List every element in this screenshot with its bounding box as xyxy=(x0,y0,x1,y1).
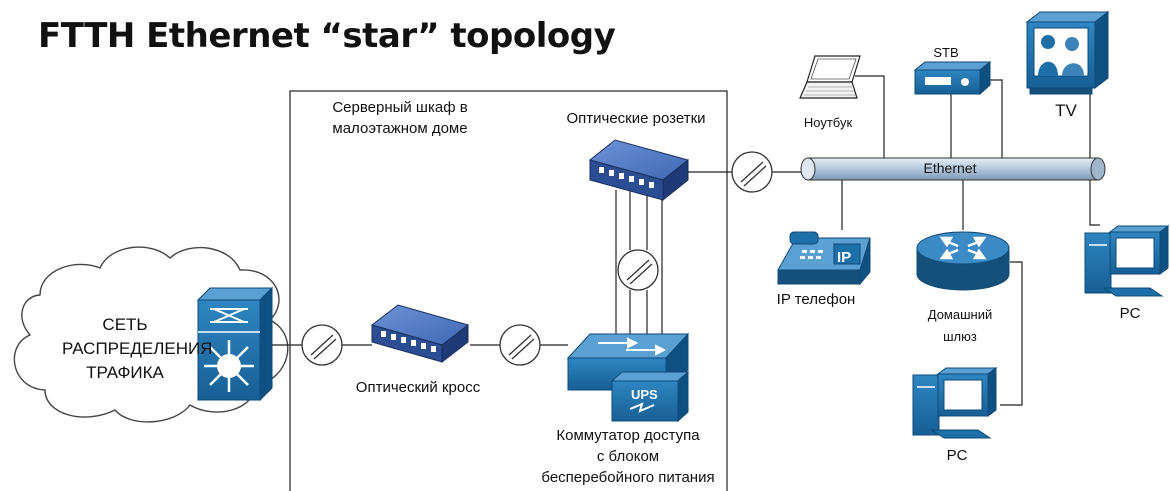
pc-icon xyxy=(1084,225,1170,297)
ethernet-label: Ethernet xyxy=(923,160,977,176)
ethernet-bus-icon xyxy=(800,157,1106,181)
core-switch-icon xyxy=(196,286,274,402)
media-converter-icon xyxy=(301,324,343,366)
access-switch-label: Коммутатор доступа с блоком бесперебойно… xyxy=(530,425,726,488)
access-switch-line1: Коммутатор доступа xyxy=(556,427,700,444)
ups-label: UPS xyxy=(631,387,658,402)
ip-phone-badge: IP xyxy=(837,249,851,266)
page-title: FTTH Ethernet “star” topology xyxy=(38,16,616,56)
home-gateway-label: Домашний шлюз xyxy=(908,304,1012,348)
pc-right-label: PC xyxy=(1119,305,1141,322)
media-converter-icon xyxy=(499,324,541,366)
server-cabinet-line1: Серверный шкаф в xyxy=(332,99,468,116)
pc-icon xyxy=(912,367,998,439)
media-converter-icon xyxy=(617,249,659,291)
home-gateway-line2: шлюз xyxy=(943,329,977,344)
connection-lines xyxy=(272,75,1100,406)
cloud-label-line3: ТРАФИКА xyxy=(86,363,164,382)
optical-sockets-label: Оптические розетки xyxy=(566,110,706,127)
server-cabinet-line2: малоэтажном доме xyxy=(332,120,468,137)
tv-label: TV xyxy=(1055,101,1077,120)
home-gateway-router-icon xyxy=(916,231,1010,291)
laptop-icon xyxy=(799,55,861,99)
cloud-label: СЕТЬ РАСПРЕДЕЛЕНИЯ ТРАФИКА xyxy=(62,313,213,385)
server-cabinet-label: Серверный шкаф в малоэтажном доме xyxy=(320,97,480,139)
home-gateway-line1: Домашний xyxy=(927,307,993,322)
access-switch-line2: с блоком xyxy=(596,448,660,465)
cloud-label-line2: РАСПРЕДЕЛЕНИЯ xyxy=(62,339,213,358)
stb-label: STB xyxy=(933,45,959,60)
ups-icon xyxy=(610,370,690,423)
server-cabinet-frame xyxy=(289,90,728,491)
set-top-box-icon xyxy=(913,60,992,96)
tv-icon xyxy=(1025,10,1110,95)
ip-phone-icon xyxy=(777,231,871,286)
optical-patch-panel-icon xyxy=(370,304,470,364)
pc-bottom-label: PC xyxy=(946,447,968,464)
access-switch-line3: бесперебойного питания xyxy=(541,469,715,486)
media-converter-icon xyxy=(731,151,773,193)
cloud-label-line1: СЕТЬ xyxy=(102,315,148,334)
optical-sockets-icon xyxy=(588,139,690,202)
laptop-label: Ноутбук xyxy=(803,115,853,130)
ip-phone-label: IP телефон xyxy=(776,291,856,308)
optical-cross-label: Оптический кросс xyxy=(355,379,481,396)
